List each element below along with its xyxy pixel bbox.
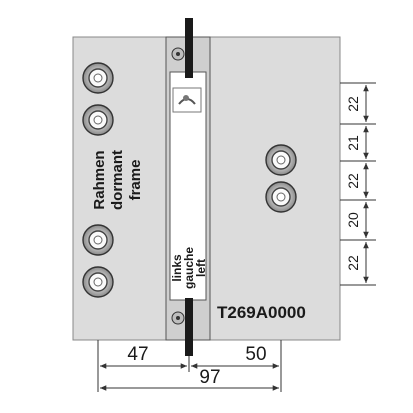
dim-vertical-2: 21 [345,135,361,151]
side-label: links gauche left [170,247,208,289]
sash-hole-1 [265,144,297,176]
frame-hole-1 [82,62,114,94]
frame-hole-2 [82,104,114,136]
model-number: T269A0000 [217,303,306,322]
side-label-line-3: left [194,259,208,277]
frame-label-line-2: dormant [109,150,126,210]
strip-screw-top [171,47,185,61]
horizontal-dimensions [97,340,282,392]
frame-label: Rahmen dormant frame [91,150,144,210]
side-label-line-1: links [170,254,184,282]
hinge-pin-top [185,18,193,78]
vertical-dimensions [340,82,376,286]
dim-50: 50 [245,344,266,365]
dim-vertical-1: 22 [345,96,361,112]
dim-vertical-5: 22 [345,255,361,271]
frame-label-line-1: Rahmen [91,150,108,209]
dim-vertical-4: 20 [345,212,361,228]
dim-vertical-3: 22 [345,173,361,189]
dim-97: 97 [199,367,220,388]
side-label-line-2: gauche [182,247,196,289]
hinge-pin-bottom [185,298,193,356]
strip-screw-bottom [171,311,185,325]
frame-hole-4 [82,266,114,298]
sash-hole-2 [265,181,297,213]
dim-47: 47 [127,344,148,365]
frame-hole-3 [82,224,114,256]
frame-label-line-3: frame [127,160,144,201]
brand-logo-icon [172,87,202,113]
